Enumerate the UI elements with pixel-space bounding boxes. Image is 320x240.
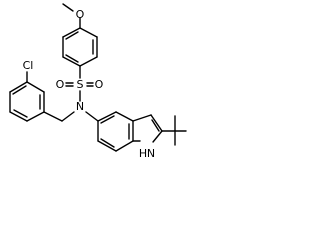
bond bbox=[26, 81, 45, 93]
atom-label-indole-n: N bbox=[147, 147, 155, 160]
bond bbox=[100, 115, 115, 124]
bond bbox=[12, 85, 27, 95]
bond bbox=[97, 140, 117, 152]
bond bbox=[62, 3, 74, 12]
bond bbox=[151, 119, 160, 132]
benzyl-linker bbox=[43, 111, 75, 122]
methoxyphenyl-ring bbox=[62, 27, 98, 67]
bond bbox=[65, 31, 79, 40]
bond bbox=[100, 138, 115, 148]
atom-label-indole-h: H bbox=[139, 147, 147, 160]
bond bbox=[61, 111, 75, 122]
atom-label-sulfonyl-o-left: O bbox=[56, 78, 65, 91]
bond bbox=[65, 54, 79, 63]
bond bbox=[43, 111, 63, 122]
bond bbox=[79, 27, 98, 38]
indole-pyrrole-ring bbox=[132, 114, 163, 143]
bond bbox=[9, 81, 28, 93]
bond bbox=[62, 56, 81, 67]
bond bbox=[115, 140, 134, 152]
bond bbox=[97, 111, 117, 122]
bond bbox=[132, 114, 152, 122]
bond bbox=[9, 111, 28, 122]
tert-butyl-group bbox=[161, 115, 187, 146]
atom-label-sulfur: S bbox=[77, 78, 84, 91]
bond bbox=[115, 111, 134, 122]
sulfonyl-group bbox=[65, 65, 94, 102]
bond bbox=[79, 56, 98, 67]
indole-benzene-ring bbox=[97, 111, 134, 152]
bond bbox=[85, 111, 99, 122]
bond bbox=[150, 114, 163, 132]
bond bbox=[26, 111, 45, 122]
bond bbox=[152, 130, 163, 143]
chlorophenyl-ring bbox=[9, 71, 45, 122]
atom-label-chlorine: Cl bbox=[23, 59, 34, 72]
atom-label-amine-n: N bbox=[76, 100, 84, 113]
bond bbox=[13, 109, 28, 118]
chemical-structure: O O S O Cl N H N bbox=[0, 0, 190, 170]
atom-label-sulfonyl-o-right: O bbox=[95, 78, 104, 91]
methoxy-group bbox=[62, 3, 81, 29]
atom-label-methoxy-o: O bbox=[76, 8, 85, 21]
bond bbox=[62, 27, 81, 38]
